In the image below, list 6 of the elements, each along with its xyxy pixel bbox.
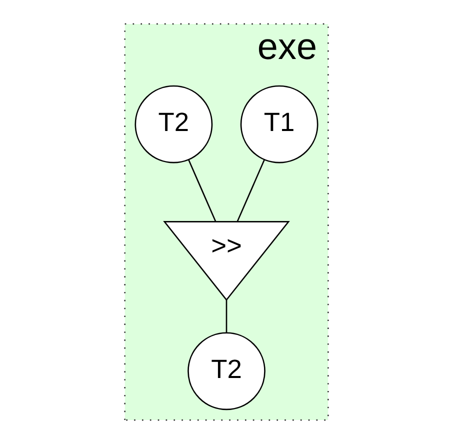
node-circle: T1 — [240, 85, 318, 164]
connector — [188, 160, 216, 222]
connector — [226, 300, 228, 333]
node-circle: T2 — [188, 332, 266, 410]
connector — [236, 160, 265, 222]
node-circle: T2 — [134, 85, 213, 164]
